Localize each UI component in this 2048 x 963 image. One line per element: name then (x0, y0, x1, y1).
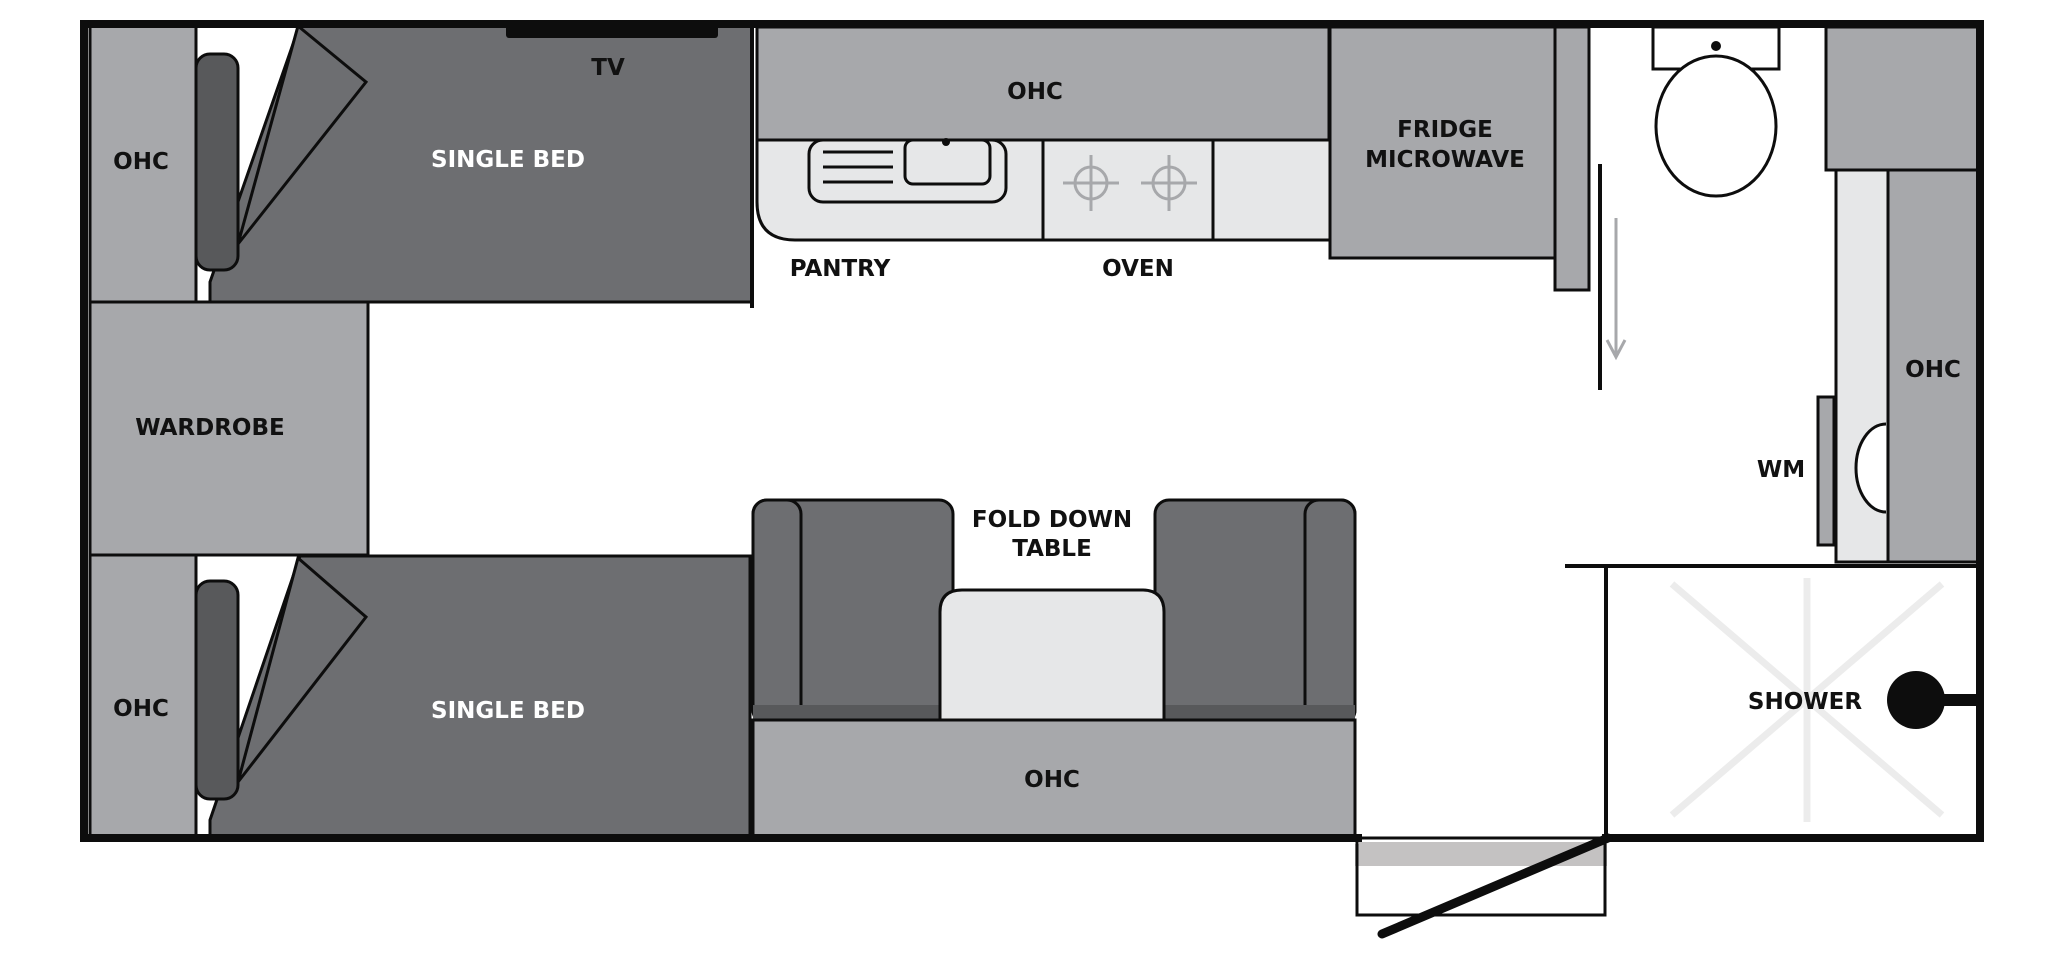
shower-drain-icon (1887, 671, 1945, 729)
wardrobe-cabinet (88, 300, 370, 557)
pantry-label: PANTRY (790, 256, 891, 282)
ohc-cabinet-top-right (1824, 25, 1980, 172)
entry-step (1355, 836, 1607, 917)
ohc-right-label: OHC (1905, 357, 1961, 383)
drainer-icon (823, 150, 893, 184)
pillow-icon (194, 52, 240, 272)
washing-machine-panel (1816, 395, 1836, 547)
tv-label: TV (591, 55, 625, 81)
single-bed-bottom-label: SINGLE BED (431, 698, 585, 724)
microwave-label: MICROWAVE (1365, 147, 1525, 173)
folded-blanket-icon (236, 555, 369, 783)
ohc-top-center-label: OHC (1007, 79, 1063, 105)
dinette-seat-right (1153, 498, 1357, 726)
entry-door (1355, 833, 1613, 939)
wardrobe-label: WARDROBE (135, 415, 284, 441)
ohc-bottom-left-label: OHC (113, 696, 169, 722)
folded-blanket-icon (236, 23, 369, 245)
shower-label: SHOWER (1748, 689, 1862, 715)
single-bed-top-label: SINGLE BED (431, 147, 585, 173)
bathroom-wall-panel (1553, 25, 1591, 292)
cooktop-burner-icon (1141, 155, 1197, 211)
door-swing-icon (1377, 833, 1613, 939)
seat-backrest (751, 498, 803, 726)
ohc-cabinet-top-center (755, 25, 1331, 142)
fold-down-table (938, 588, 1166, 726)
toilet-bowl-icon (1654, 54, 1778, 198)
oven-label: OVEN (1102, 256, 1174, 282)
slide-direction-arrow-icon (1605, 218, 1627, 361)
tap-icon (942, 138, 950, 146)
ohc-top-left-label: OHC (113, 149, 169, 175)
pillow-icon (194, 579, 240, 801)
washing-machine-door-icon (1854, 422, 1887, 514)
ohc-cabinet-right (1886, 168, 1980, 564)
table-label: TABLE (1012, 536, 1092, 562)
cooktop-burner-icon (1063, 155, 1119, 211)
ohc-bottom-center-label: OHC (1024, 767, 1080, 793)
ohc-cabinet-bottom-center (751, 718, 1357, 840)
seat-backrest (1303, 498, 1357, 726)
fold-down-label: FOLD DOWN (972, 507, 1132, 533)
wm-label: WM (1757, 457, 1805, 483)
outer-walls (80, 20, 1984, 842)
fridge-label: FRIDGE (1397, 117, 1493, 143)
single-bed-top (194, 22, 754, 308)
sink-basin-icon (903, 138, 992, 186)
dinette-seat-left (751, 498, 955, 726)
